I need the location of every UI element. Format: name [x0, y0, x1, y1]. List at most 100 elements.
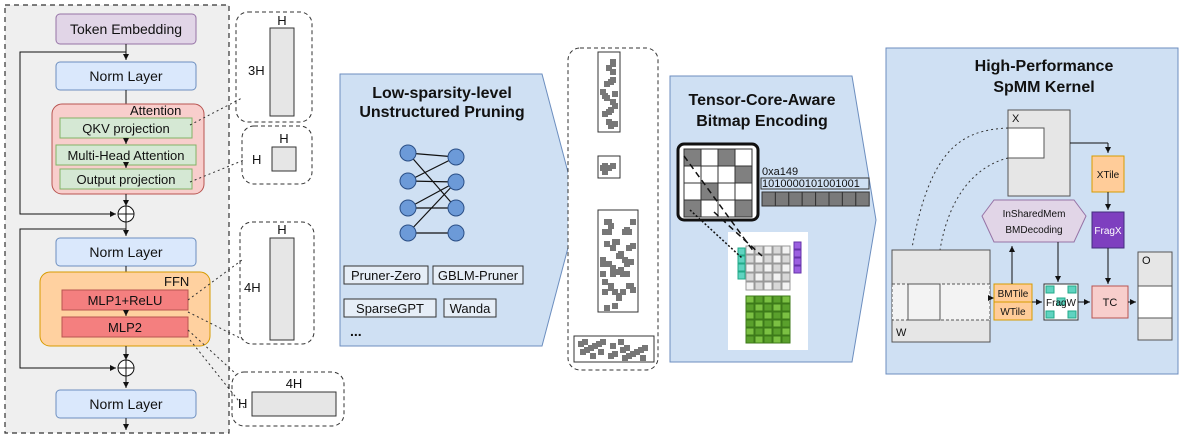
- nonzero-cell: [612, 351, 618, 357]
- bitmap-cell: [683, 199, 702, 218]
- output-projection-box: [59, 168, 193, 190]
- nonzero-cell: [628, 283, 634, 289]
- fragw-cell: [1067, 285, 1077, 294]
- cube-cell: [763, 263, 773, 273]
- nonzero-cell: [600, 261, 606, 267]
- nonzero-cell: [626, 245, 632, 251]
- nonzero-cell: [592, 343, 598, 349]
- bitmap-cell: [734, 182, 753, 201]
- norm-layer-1-label: Norm Layer: [89, 68, 162, 84]
- bit-cell: [761, 191, 776, 207]
- bitmap-cell: [683, 182, 702, 201]
- norm-layer-2-label: Norm Layer: [89, 244, 162, 260]
- pruning-title-2: Unstructured Pruning: [359, 104, 524, 121]
- nonzero-cell: [618, 339, 624, 345]
- cube-cell: [763, 295, 773, 304]
- nonzero-cell: [622, 355, 628, 361]
- nonzero-cell: [626, 353, 632, 359]
- cube-cell: [793, 265, 802, 274]
- nonzero-cell: [610, 343, 616, 349]
- nonzero-cell: [612, 303, 618, 309]
- nonzero-cell: [580, 349, 586, 355]
- cube-cell: [763, 303, 773, 312]
- cube-cell: [763, 254, 773, 264]
- output-projection-label: Output projection: [76, 172, 175, 187]
- bitmap-cell: [700, 148, 719, 167]
- cube-cell: [754, 311, 764, 320]
- bit-cell: [788, 191, 803, 207]
- matrix-mlp1-h: H: [277, 222, 286, 237]
- nonzero-cell: [606, 261, 612, 267]
- nonzero-cell: [610, 99, 616, 105]
- sparse-matrices-column: [567, 47, 659, 371]
- matrix-callouts: H 3H H H H 4H 4H H: [187, 11, 345, 427]
- shared-mem-hexagon: [981, 199, 1087, 243]
- nonzero-cell: [602, 93, 608, 99]
- cube-cell: [793, 241, 802, 250]
- wtile-box: [993, 301, 1033, 321]
- nonzero-cell: [620, 271, 626, 277]
- nonzero-cell: [628, 259, 634, 265]
- nonzero-cell: [622, 229, 628, 235]
- cube-cell: [781, 263, 791, 273]
- shared-mem-label-2: BMDecoding: [1005, 225, 1062, 236]
- nonzero-cell: [640, 355, 646, 361]
- cube-cell: [754, 303, 764, 312]
- cube-cell: [737, 263, 746, 272]
- encoding-panel: Tensor-Core-Aware Bitmap Encoding 0xa149…: [669, 75, 877, 363]
- cube-cell: [745, 295, 755, 304]
- mlp1-label: MLP1+ReLU: [88, 293, 163, 308]
- nonzero-cell: [642, 345, 648, 351]
- nonzero-cell: [590, 353, 596, 359]
- fragx-label: FragX: [1094, 226, 1122, 237]
- bitmap-cell: [700, 165, 719, 184]
- matrix-qkv: [269, 27, 295, 117]
- cube-cell: [781, 335, 791, 344]
- cube-cell: [763, 311, 773, 320]
- cube-cell: [754, 327, 764, 336]
- bitmap-cell: [683, 148, 702, 167]
- xtile-label: XTile: [1097, 170, 1120, 181]
- cube-cell: [763, 272, 773, 282]
- cube-cell: [737, 271, 746, 280]
- cube-cell: [745, 303, 755, 312]
- cube-cell: [745, 263, 755, 273]
- encoding-title-1: Tensor-Core-Aware: [689, 92, 836, 109]
- cube-cell: [754, 295, 764, 304]
- pruning-panel: Low-sparsity-level Unstructured Pruning …: [339, 73, 579, 347]
- methods-more: ...: [350, 323, 362, 339]
- cube-cell: [745, 311, 755, 320]
- attention-label: Attention: [130, 103, 181, 118]
- cube-cell: [754, 319, 764, 328]
- cube-cell: [754, 263, 764, 273]
- cube-cell: [763, 335, 773, 344]
- method-label: Pruner-Zero: [351, 268, 421, 283]
- cube-cell: [772, 272, 782, 282]
- token-embedding-label: Token Embedding: [70, 21, 182, 37]
- nonzero-cell: [608, 123, 614, 129]
- method-box: [343, 298, 437, 318]
- nn-node: [447, 148, 465, 166]
- nonzero-cell: [582, 339, 588, 345]
- cube-cell: [754, 335, 764, 344]
- fragw-cell: [1045, 285, 1055, 294]
- nonzero-cell: [614, 239, 620, 245]
- bit-cell: [841, 191, 857, 207]
- cube-cell: [793, 257, 802, 266]
- cube-cell: [772, 311, 782, 320]
- mlp2-label: MLP2: [108, 320, 142, 335]
- nonzero-cell: [616, 295, 622, 301]
- nn-node: [447, 224, 465, 242]
- bit-cell: [828, 191, 843, 207]
- nn-node: [399, 172, 417, 190]
- o-label: O: [1142, 255, 1151, 267]
- bit-cell: [774, 191, 790, 207]
- nonzero-cell: [600, 257, 606, 263]
- qkv-projection-label: QKV projection: [82, 121, 169, 136]
- cube-cell: [763, 245, 773, 255]
- nonzero-cell: [630, 243, 636, 249]
- matrix-qkv-3h: 3H: [248, 63, 265, 78]
- bitmap-cell: [700, 199, 719, 218]
- w-label: W: [896, 327, 907, 339]
